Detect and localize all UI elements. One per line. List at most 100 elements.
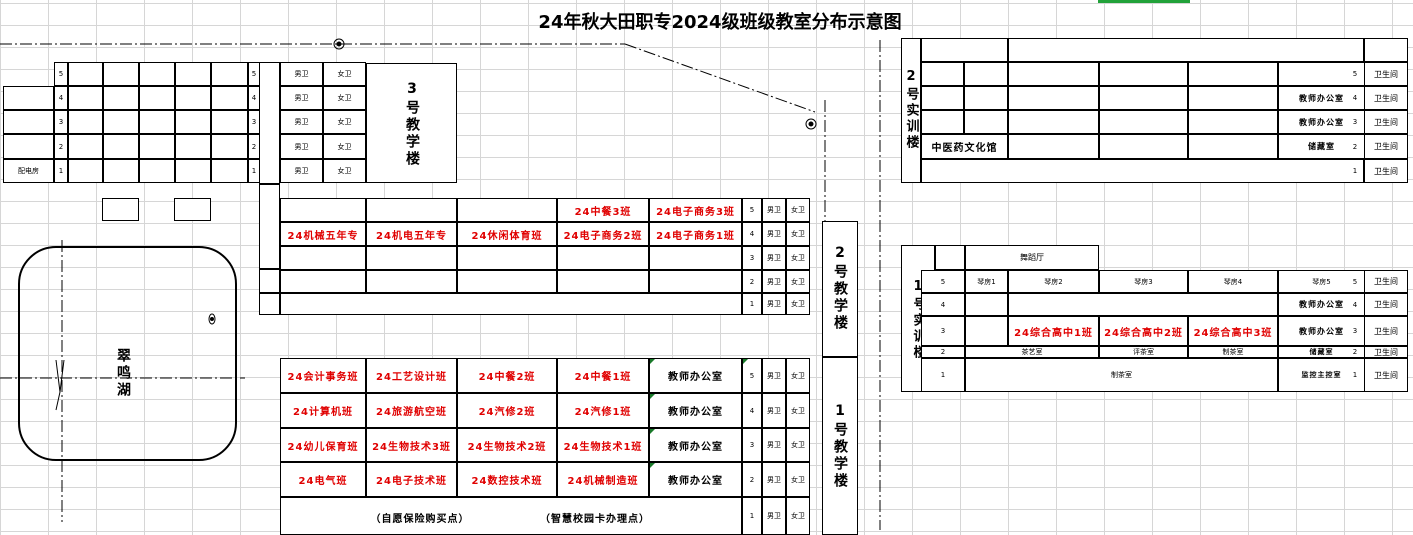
female-restroom: 女卫	[786, 462, 810, 497]
floor-number: 5	[1352, 277, 1358, 286]
wc: 卫生间	[1364, 358, 1408, 392]
training-building-2-label: 2号实训楼	[903, 69, 919, 151]
male-restroom: 男卫	[280, 110, 323, 134]
male-restroom: 男卫	[762, 222, 786, 246]
floor-number: 3	[1352, 327, 1358, 335]
female-restroom: 女卫	[323, 110, 366, 134]
classroom: 24电气班	[280, 462, 366, 497]
room	[103, 110, 139, 134]
cell-comment-marker	[743, 359, 748, 364]
piano-room: 琴房2	[1008, 270, 1099, 293]
room	[964, 86, 1008, 110]
room	[103, 134, 139, 159]
tea-room: 评茶室	[1099, 346, 1188, 358]
classroom	[557, 246, 649, 270]
wc: 卫生间	[1364, 293, 1408, 316]
classroom: 24生物技术3班	[366, 428, 457, 462]
male-restroom: 男卫	[280, 159, 323, 183]
room	[1099, 62, 1188, 86]
room	[280, 293, 742, 315]
floor-number: 2	[1352, 348, 1358, 356]
room	[921, 159, 1364, 183]
room	[175, 62, 211, 86]
room	[1364, 38, 1408, 62]
annex-room	[3, 86, 54, 110]
lake-arrow	[55, 359, 65, 411]
floor-number: 3	[921, 316, 965, 346]
room	[965, 293, 1008, 316]
male-restroom: 男卫	[762, 198, 786, 222]
teacher-office: 教师办公室	[649, 428, 742, 462]
room	[103, 159, 139, 183]
room	[211, 62, 248, 86]
room	[68, 110, 103, 134]
room	[211, 86, 248, 110]
classroom: 24综合高中2班	[1099, 316, 1188, 346]
cell-comment-marker	[650, 394, 655, 399]
wc: 卫生间	[1364, 62, 1408, 86]
male-restroom: 男卫	[762, 462, 786, 497]
floor-number: 4	[742, 222, 762, 246]
room	[68, 86, 103, 110]
room	[139, 62, 175, 86]
classroom: 24中餐2班	[457, 358, 557, 393]
classroom: 24中餐3班	[557, 198, 649, 222]
building-3-label: 3号教学楼	[404, 80, 420, 168]
female-restroom: 女卫	[786, 293, 810, 315]
floor-number: 1	[54, 159, 68, 183]
room	[68, 159, 103, 183]
floor-number: 3	[54, 110, 68, 134]
classroom: 24机电五年专	[366, 222, 457, 246]
female-restroom: 女卫	[786, 497, 810, 535]
room	[1099, 134, 1188, 159]
corridor-segment	[259, 269, 280, 293]
male-restroom: 男卫	[762, 393, 786, 428]
floor-number: 4	[1352, 94, 1358, 102]
classroom	[366, 198, 457, 222]
male-restroom: 男卫	[762, 270, 786, 293]
room	[935, 245, 965, 270]
power-room: 配电房	[3, 159, 54, 183]
wc: 卫生间	[1364, 270, 1408, 293]
classroom	[280, 270, 366, 293]
room	[1008, 110, 1099, 134]
room	[139, 110, 175, 134]
classroom: 24会计事务班	[280, 358, 366, 393]
male-restroom: 男卫	[280, 134, 323, 159]
floor-number: 2	[742, 462, 762, 497]
corridor-segment	[259, 293, 280, 315]
cell-comment-marker	[650, 359, 655, 364]
teacher-office: 教师办公室	[649, 393, 742, 428]
floor-number: 2	[54, 134, 68, 159]
tea-room: 制茶室	[1188, 346, 1278, 358]
female-restroom: 女卫	[323, 62, 366, 86]
female-restroom: 女卫	[786, 428, 810, 462]
small-structure	[174, 198, 211, 221]
building-2-label: 2号教学楼	[832, 244, 848, 332]
female-restroom: 女卫	[786, 246, 810, 270]
room	[921, 38, 1008, 62]
tcm-museum: 中医药文化馆	[921, 134, 1008, 159]
teacher-office: 教师办公室	[649, 358, 742, 393]
female-restroom: 女卫	[786, 393, 810, 428]
classroom: 24综合高中3班	[1188, 316, 1278, 346]
floor-number: 4	[921, 293, 965, 316]
floor-number: 3	[742, 428, 762, 462]
classroom: 24数控技术班	[457, 462, 557, 497]
building-1-label-box	[822, 357, 858, 535]
classroom	[557, 270, 649, 293]
floor-number: 2	[921, 346, 965, 358]
lake	[18, 246, 237, 461]
floor-number: 1	[742, 497, 762, 535]
classroom	[649, 270, 742, 293]
floor-number: 2	[742, 270, 762, 293]
classroom: 24机械制造班	[557, 462, 649, 497]
male-restroom: 男卫	[762, 293, 786, 315]
cell-comment-marker	[650, 463, 655, 468]
female-restroom: 女卫	[786, 358, 810, 393]
piano-room: 琴房3	[1099, 270, 1188, 293]
room	[1188, 86, 1278, 110]
room	[175, 86, 211, 110]
room	[1008, 134, 1099, 159]
room	[1188, 110, 1278, 134]
